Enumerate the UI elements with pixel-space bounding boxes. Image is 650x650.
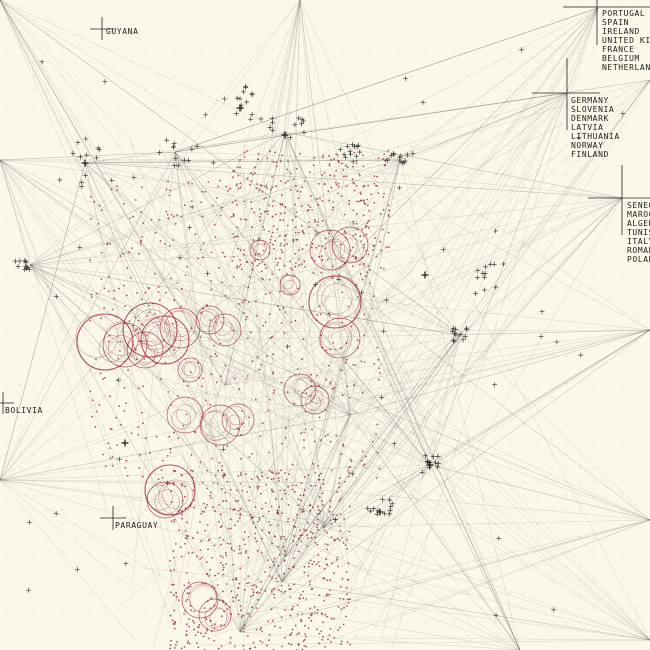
guyana-label: GUYANA bbox=[106, 27, 139, 36]
dest-slovenia: SLOVENIA bbox=[571, 105, 614, 114]
destination-group-3: SENEGAL MAROC ALGERIA TUNISIA ITALY ROMA… bbox=[588, 165, 650, 264]
dest-portugal: PORTUGAL bbox=[602, 9, 645, 18]
paraguay-label: PARAGUAY bbox=[115, 521, 158, 530]
settlement-dots bbox=[89, 149, 390, 650]
destination-group-1-list: PORTUGAL SPAIN IRELAND UNITED KINGDOM FR… bbox=[602, 3, 650, 72]
dest-poland: POLAND bbox=[627, 255, 650, 264]
dest-ireland: IRELAND bbox=[602, 27, 640, 36]
destination-group-1: PORTUGAL SPAIN IRELAND UNITED KINGDOM FR… bbox=[563, 0, 650, 72]
dest-netherlands: NETHERLANDS bbox=[602, 63, 650, 72]
dest-maroc: MAROC bbox=[627, 210, 650, 219]
dest-tunisia: TUNISIA bbox=[627, 228, 650, 237]
destination-group-2: GERMANY SLOVENIA DENMARK LATVIA LITHUANI… bbox=[532, 58, 624, 159]
dest-denmark: DENMARK bbox=[571, 114, 609, 123]
dest-latvia: LATVIA bbox=[571, 123, 604, 132]
dest-belgium: BELGIUM bbox=[602, 54, 640, 63]
dest-france: FRANCE bbox=[602, 45, 635, 54]
population-circles bbox=[75, 226, 369, 632]
dest-spain: SPAIN bbox=[602, 18, 629, 27]
dest-germany: GERMANY bbox=[571, 96, 609, 105]
dest-senegal: SENEGAL bbox=[627, 201, 650, 210]
destination-group-2-list: GERMANY SLOVENIA DENMARK LATVIA LITHUANI… bbox=[571, 90, 624, 159]
destination-group-3-list: SENEGAL MAROC ALGERIA TUNISIA ITALY ROMA… bbox=[627, 195, 650, 264]
dest-norway: NORWAY bbox=[571, 141, 604, 150]
hub-markers bbox=[12, 47, 626, 618]
dest-lithuania: LITHUANIA bbox=[571, 132, 620, 141]
country-label-paraguay: PARAGUAY bbox=[100, 506, 158, 530]
bolivia-label: BOLIVIA bbox=[5, 406, 43, 415]
country-label-bolivia: BOLIVIA bbox=[0, 392, 43, 415]
background-dot-grid bbox=[5, 5, 637, 637]
dest-algeria: ALGERIA bbox=[627, 219, 650, 228]
dest-romania: ROMANIA bbox=[627, 246, 650, 255]
dest-italy: ITALY bbox=[627, 237, 650, 246]
country-label-guyana: GUYANA bbox=[90, 17, 139, 40]
dest-finland: FINLAND bbox=[571, 150, 609, 159]
dest-united-kingdom: UNITED KINGDOM bbox=[602, 36, 650, 45]
